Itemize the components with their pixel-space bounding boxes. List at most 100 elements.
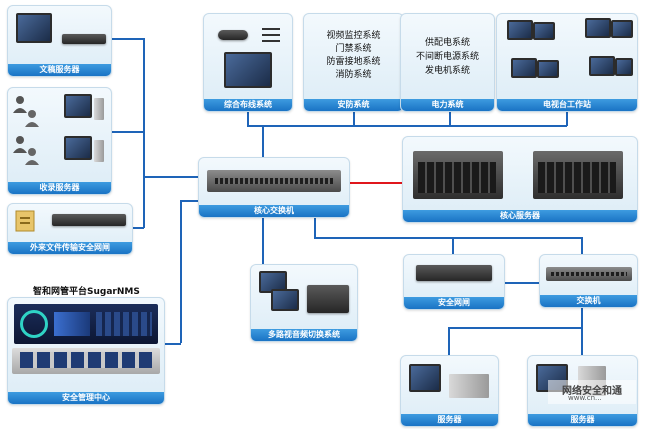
monitor-image [271,289,299,311]
monitor-image [64,136,92,160]
rack-server-image [62,34,106,44]
connector-line [180,200,182,343]
user-icon [13,96,27,113]
panel-label: 服务器 [401,414,498,426]
security-subsystem: 门禁系统 [335,44,372,54]
core-server-image [533,151,623,199]
connector-line [581,306,583,328]
connector-line [110,131,144,133]
monitor-image [615,58,633,76]
dashboard-screen [14,304,158,344]
panel-external-gateway[interactable]: 外来文件传输安全网闸 [7,203,133,255]
connector-line [314,237,582,239]
security-subsystem: 消防系统 [335,70,372,80]
connector-line [581,237,583,254]
power-subsystem: 发电机系统 [424,66,470,76]
core-switch-image [207,170,341,192]
panel-label: 核心交换机 [199,205,349,217]
panel-label: 外来文件传输安全网闸 [8,242,132,254]
connector-line [180,200,198,202]
panel-security-management[interactable]: 安全管理中心 [7,297,165,405]
user-icon [25,110,39,127]
gateway-device-image [52,214,126,226]
connector-line [503,282,539,284]
panel-server-2[interactable]: 网络安全和通 www.cn... 服务器 [527,355,638,427]
panel-core-switch[interactable]: 核心交换机 [198,157,350,218]
panel-label: 多路视音频切换系统 [251,329,357,341]
panel-label: 收录服务器 [8,182,111,194]
connector-line [163,343,181,345]
watermark: 网络安全和通 www.cn... [548,380,636,404]
panel-shoulu-server[interactable]: 收录服务器 [7,87,112,195]
monitor-image [585,18,611,38]
connector-line [143,38,145,228]
power-subsystem: 不间断电源系统 [415,52,479,62]
panel-server-1[interactable]: 服务器 [400,355,499,427]
panel-label: 核心服务器 [403,210,637,222]
connector-line [314,216,316,238]
panel-tv-workstation[interactable]: 电视台工作站 [496,13,638,112]
connector-line [262,125,264,157]
monitor-image [16,13,52,43]
connector-line [566,110,568,126]
watermark-text: 网络安全和通 [562,386,622,397]
av-device-image [307,285,349,313]
security-subsystem: 视频监控系统 [326,31,381,41]
connector-line [448,327,450,355]
panel-label: 安全网闸 [404,297,504,309]
tower-image [94,98,104,120]
panel-av-switching[interactable]: 多路视音频切换系统 [250,264,358,342]
connector-line [449,110,451,126]
console-desk [12,348,160,374]
panel-security-system[interactable]: 视频监控系统 门禁系统 防雷接地系统 消防系统 安防系统 [303,13,404,112]
monitor-image [507,20,533,40]
monitor-image [64,94,92,118]
connector-line [110,38,144,40]
panel-label: 电力系统 [401,99,494,111]
monitor-image [537,60,559,78]
security-subsystem: 防雷接地系统 [326,57,381,67]
sugarnms-title: 智和网管平台SugarNMS [33,287,140,297]
connector-line [581,327,583,355]
panel-label: 安全管理中心 [8,392,164,404]
power-subsystem: 供配电系统 [424,38,470,48]
monitor-image [409,364,441,392]
monitor-image [611,20,633,38]
router-image [218,30,248,40]
connector-line [143,176,198,178]
connector-line [262,216,264,264]
monitor-image [224,52,272,88]
panel-wengao-server[interactable]: 文稿服务器 [7,5,112,77]
connector-line [353,110,355,126]
user-icon [13,136,27,153]
panel-cabling-system[interactable]: 综合布线系统 [203,13,293,112]
connector-line [131,227,144,229]
watermark-sub: www.cn... [568,394,602,402]
panel-security-gateway[interactable]: 安全网闸 [403,254,505,310]
gateway-device-image [416,265,492,281]
connector-line [247,110,249,126]
menu-lines-icon [262,28,280,42]
panel-label: 综合布线系统 [204,99,292,111]
monitor-image [511,58,537,78]
panel-label: 文稿服务器 [8,64,111,76]
red-link-line [348,182,404,184]
monitor-image [533,22,555,40]
user-icon [25,148,39,165]
connector-line [448,327,583,329]
panel-access-switch[interactable]: 交换机 [539,254,638,308]
panel-label: 服务器 [528,414,637,426]
panel-label: 安防系统 [304,99,403,111]
monitor-image [589,56,615,76]
document-icon [15,210,35,232]
panel-power-system[interactable]: 供配电系统 不间断电源系统 发电机系统 电力系统 [400,13,495,112]
switch-image [546,267,632,281]
panel-core-servers[interactable]: 核心服务器 [402,136,638,223]
server-tower-image [449,374,489,398]
connector-line [247,125,567,127]
monitor-image [259,271,287,293]
connector-line [452,237,454,254]
tower-image [94,140,104,162]
panel-label: 交换机 [540,295,637,307]
core-server-image [413,151,503,199]
